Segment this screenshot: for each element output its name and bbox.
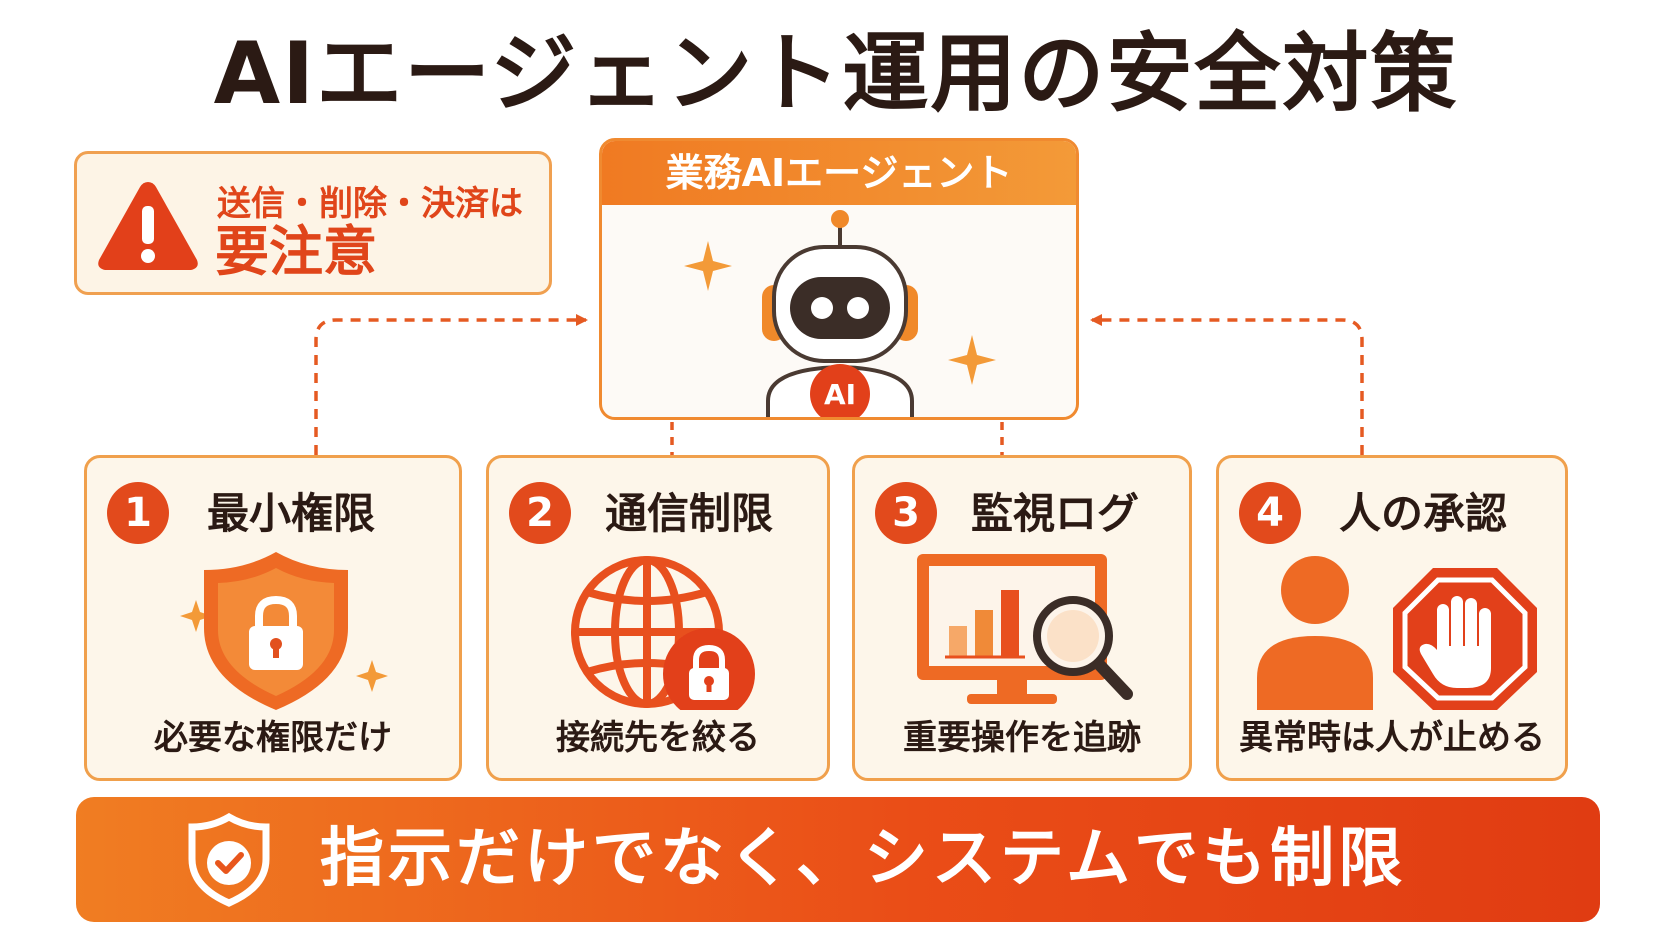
measure-title-2: 通信制限 [605, 489, 774, 538]
measure-number-2: 2 [509, 482, 571, 544]
warning-triangle-icon [98, 182, 198, 270]
warning-box: 送信・削除・決済は 要注意 [74, 151, 552, 295]
measure-title-4: 人の承認 [1339, 489, 1508, 538]
ai-badge: AI [823, 378, 857, 411]
measure-desc-4: 異常時は人が止める [1239, 718, 1545, 758]
measure-number-4: 4 [1239, 482, 1301, 544]
measure-number-1: 1 [107, 482, 169, 544]
measure-desc-2: 接続先を絞る [556, 718, 760, 758]
measure-title-3: 監視ログ [971, 489, 1140, 538]
agent-header: 業務AIエージェント [602, 141, 1076, 205]
person-stop-hand-icon [1257, 556, 1537, 710]
measure-desc-1: 必要な権限だけ [154, 718, 392, 758]
shield-check-icon [188, 813, 270, 907]
monitor-magnifier-icon [917, 554, 1133, 704]
globe-lock-icon [571, 556, 755, 710]
warning-line1: 送信・削除・決済は [217, 184, 523, 224]
ai-agent-box: 業務AIエージェント AI [599, 138, 1079, 420]
robot-icon [684, 210, 996, 417]
warning-line2: 要注意 [215, 220, 377, 283]
measure-card-4: 4 人の承認 異常時は人が止める [1216, 455, 1568, 781]
measure-title-1: 最小権限 [207, 489, 376, 538]
measure-card-2: 2 通信制限 接続先を絞る [486, 455, 830, 781]
bottom-banner: 指示だけでなく、システムでも制限 [76, 797, 1600, 922]
measure-card-1: 1 最小権限 必要な権限だけ [84, 455, 462, 781]
banner-text: 指示だけでなく、システムでも制限 [320, 822, 1407, 896]
measure-number-3: 3 [875, 482, 937, 544]
measure-card-3: 3 監視ログ 重要操作を追跡 [852, 455, 1192, 781]
measure-desc-3: 重要操作を追跡 [903, 718, 1141, 758]
page-title: AIエージェント運用の安全対策 [213, 24, 1459, 124]
shield-lock-icon [180, 552, 388, 710]
